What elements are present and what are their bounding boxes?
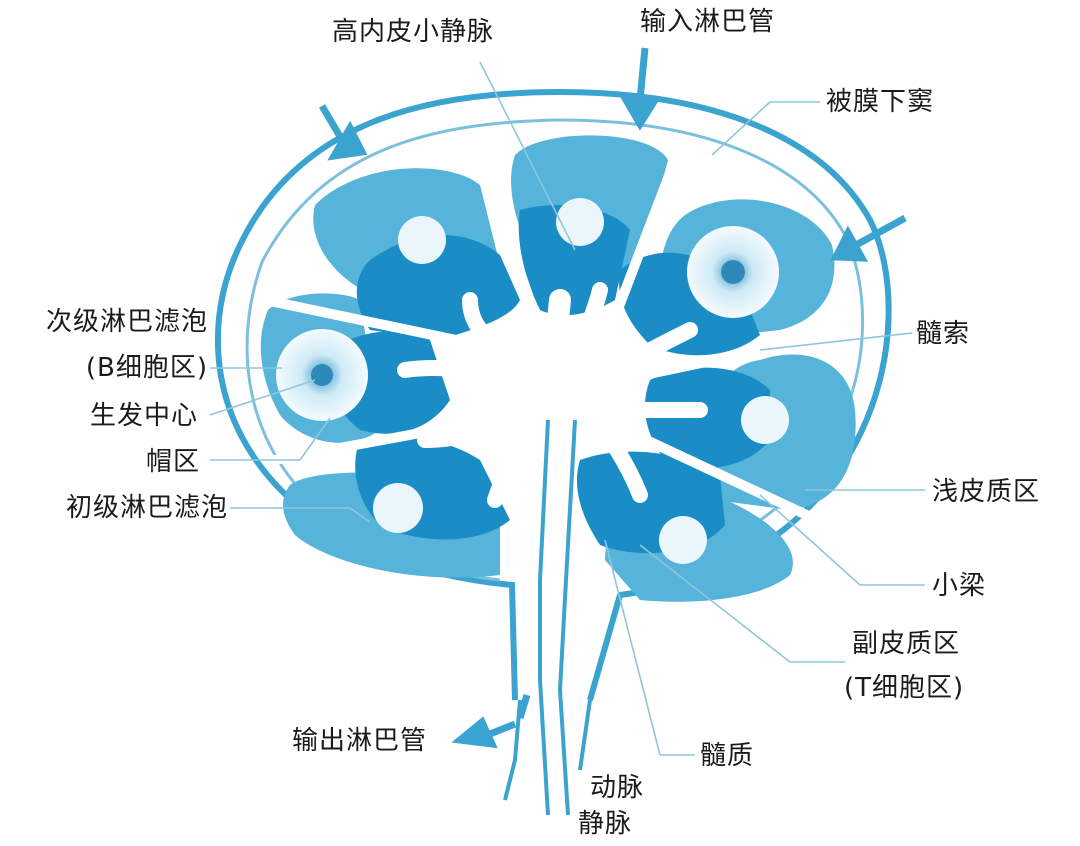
- follicle-primary-lower-right: [659, 516, 707, 564]
- follicles: [276, 198, 789, 564]
- afferent-arrow-top: [619, 96, 662, 131]
- label-efferent-lymphatic: 输出淋巴管: [292, 726, 428, 756]
- label-vein: 静脉: [578, 809, 633, 839]
- label-high-endothelial-venule: 高内皮小静脉: [332, 17, 495, 47]
- afferent-arrow-left: [327, 120, 368, 161]
- leader-lines: [209, 61, 925, 756]
- label-paracortex: 副皮质区: [852, 629, 961, 659]
- trabeculae: [260, 155, 865, 545]
- label-primary-follicle: 初级淋巴滤泡: [65, 493, 228, 523]
- follicle-primary-top: [398, 216, 446, 264]
- label-artery: 动脉: [590, 773, 645, 803]
- subcapsular-sinus-line: [245, 118, 865, 582]
- afferent-arrow-right: [830, 225, 869, 262]
- label-afferent-lymphatic: 输入淋巴管: [640, 7, 776, 37]
- label-medulla: 髓质: [700, 741, 755, 771]
- follicle-primary-upper-mid: [556, 198, 604, 246]
- label-trabecula: 小梁: [932, 571, 987, 601]
- label-mantle-zone: 帽区: [145, 447, 200, 477]
- flow-arrows: [318, 47, 907, 749]
- capsule-outline: [215, 88, 892, 701]
- label-b-cell-zone: (B细胞区): [85, 353, 208, 383]
- label-secondary-follicle: 次级淋巴滤泡: [45, 307, 208, 337]
- follicle-primary-right: [741, 396, 789, 444]
- label-medullary-cord: 髓索: [916, 319, 971, 349]
- label-superficial-cortex: 浅皮质区: [932, 477, 1041, 507]
- hilum-vessels: [503, 419, 592, 816]
- label-subcapsular-sinus: 被膜下窦: [826, 87, 935, 117]
- follicle-primary-lower-left: [373, 483, 423, 533]
- label-t-cell-zone: (T细胞区): [844, 673, 965, 703]
- label-germinal-center: 生发中心: [89, 401, 198, 431]
- medullary-sinuses: [397, 282, 708, 508]
